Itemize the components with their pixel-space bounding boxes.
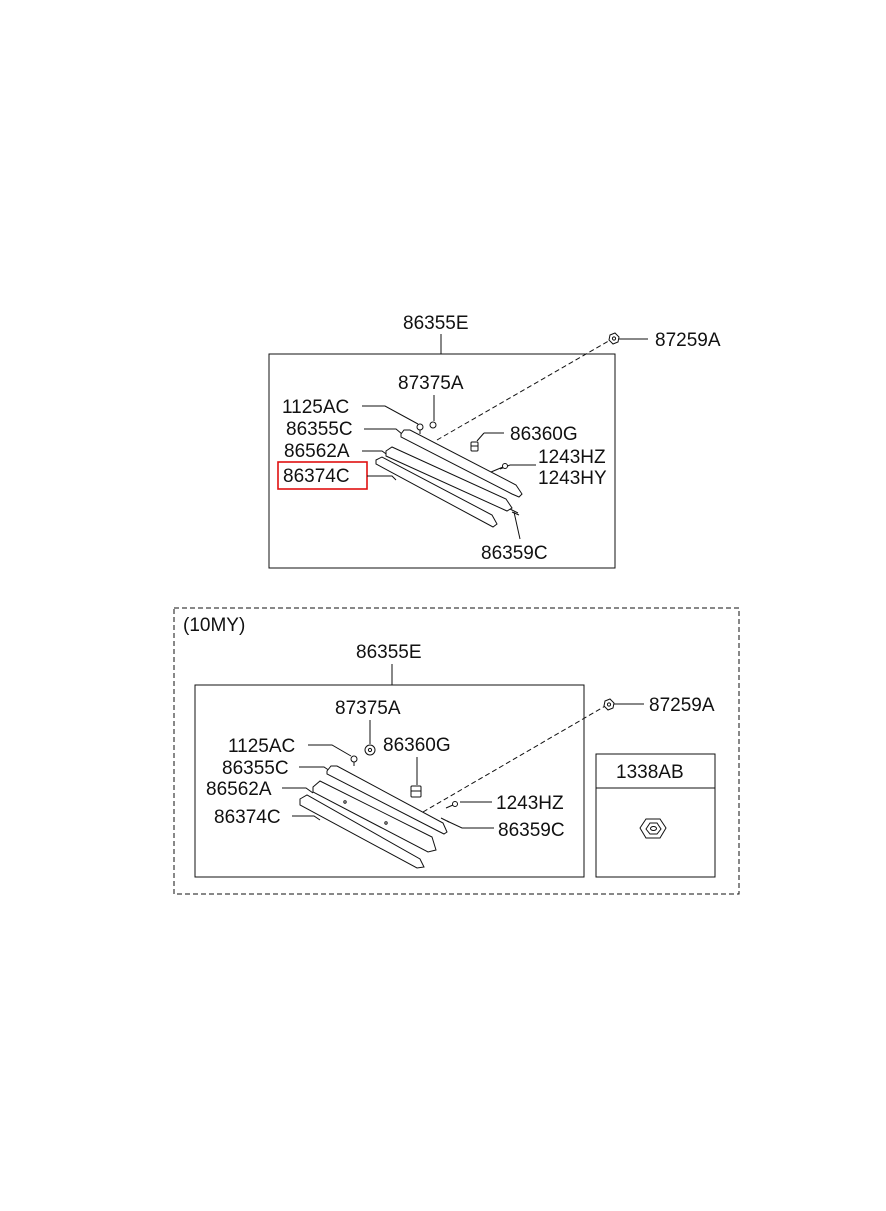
lower-label-86562A[interactable]: 86562A [206, 779, 272, 800]
lower-label-1125AC[interactable]: 1125AC [228, 736, 295, 757]
lower-label-86359C[interactable]: 86359C [498, 820, 565, 841]
lower-assembly-label[interactable]: 86355E [356, 642, 422, 663]
upper-label-1125AC[interactable]: 1125AC [282, 397, 349, 418]
upper-label-1243HZ[interactable]: 1243HZ [538, 447, 606, 468]
upper-label-86355C[interactable]: 86355C [286, 419, 353, 440]
lower-variant-label[interactable]: (10MY) [183, 615, 245, 636]
upper-label-86562A[interactable]: 86562A [284, 441, 350, 462]
upper-clip-86360G [470, 441, 479, 452]
lower-label-86355C[interactable]: 86355C [222, 758, 289, 779]
upper-grommet-87375A [429, 421, 437, 429]
upper-trim-86562A [385, 446, 513, 512]
upper-label-86360G[interactable]: 86360G [510, 424, 578, 445]
lower-label-87375A[interactable]: 87375A [335, 698, 401, 719]
lower-variant-frame [173, 607, 740, 895]
lower-screw-1243HZ [445, 801, 458, 809]
lower-clip-86360G [410, 785, 422, 798]
lower-nut-87259A [603, 698, 615, 711]
lower-frame [194, 684, 585, 878]
upper-label-87375A[interactable]: 87375A [398, 373, 464, 394]
upper-bracket-86359C [509, 508, 520, 516]
lower-label-87259A[interactable]: 87259A [649, 695, 715, 716]
upper-label-87259A[interactable]: 87259A [655, 330, 721, 351]
upper-assembly-label[interactable]: 86355E [403, 313, 469, 334]
lower-diagram: (10MY) 86355E 87259A 87375A 1125AC 86360… [173, 607, 740, 895]
upper-label-1243HY[interactable]: 1243HY [538, 468, 607, 489]
lower-trim-86562A [312, 780, 437, 853]
lower-label-1243HZ[interactable]: 1243HZ [496, 793, 564, 814]
lower-garnish-86355C [326, 765, 448, 835]
upper-nut-87259A [608, 332, 620, 345]
lower-label-86374C[interactable]: 86374C [214, 807, 281, 828]
upper-frame [268, 353, 616, 569]
upper-label-86374C[interactable]: 86374C [283, 466, 350, 487]
lower-screw-1125AC [350, 755, 358, 766]
upper-screw-1243HZ [490, 463, 508, 473]
nut-box-1338AB: 1338AB [595, 753, 716, 878]
lower-label-86360G[interactable]: 86360G [383, 735, 451, 756]
upper-screw-1125AC [416, 423, 424, 434]
nut-icon [639, 818, 667, 839]
upper-garnish-86355C [400, 429, 523, 498]
lower-grommet-87375A [364, 744, 376, 756]
lower-bracket-86359C [440, 817, 450, 823]
upper-diagram: 86355E 87259A 87375A 1125AC 86355C [268, 313, 721, 569]
lower-moulding-86374C [299, 794, 425, 869]
nut-box-label[interactable]: 1338AB [616, 762, 684, 783]
upper-moulding-86374C [375, 456, 498, 528]
upper-label-86359C[interactable]: 86359C [481, 543, 548, 564]
